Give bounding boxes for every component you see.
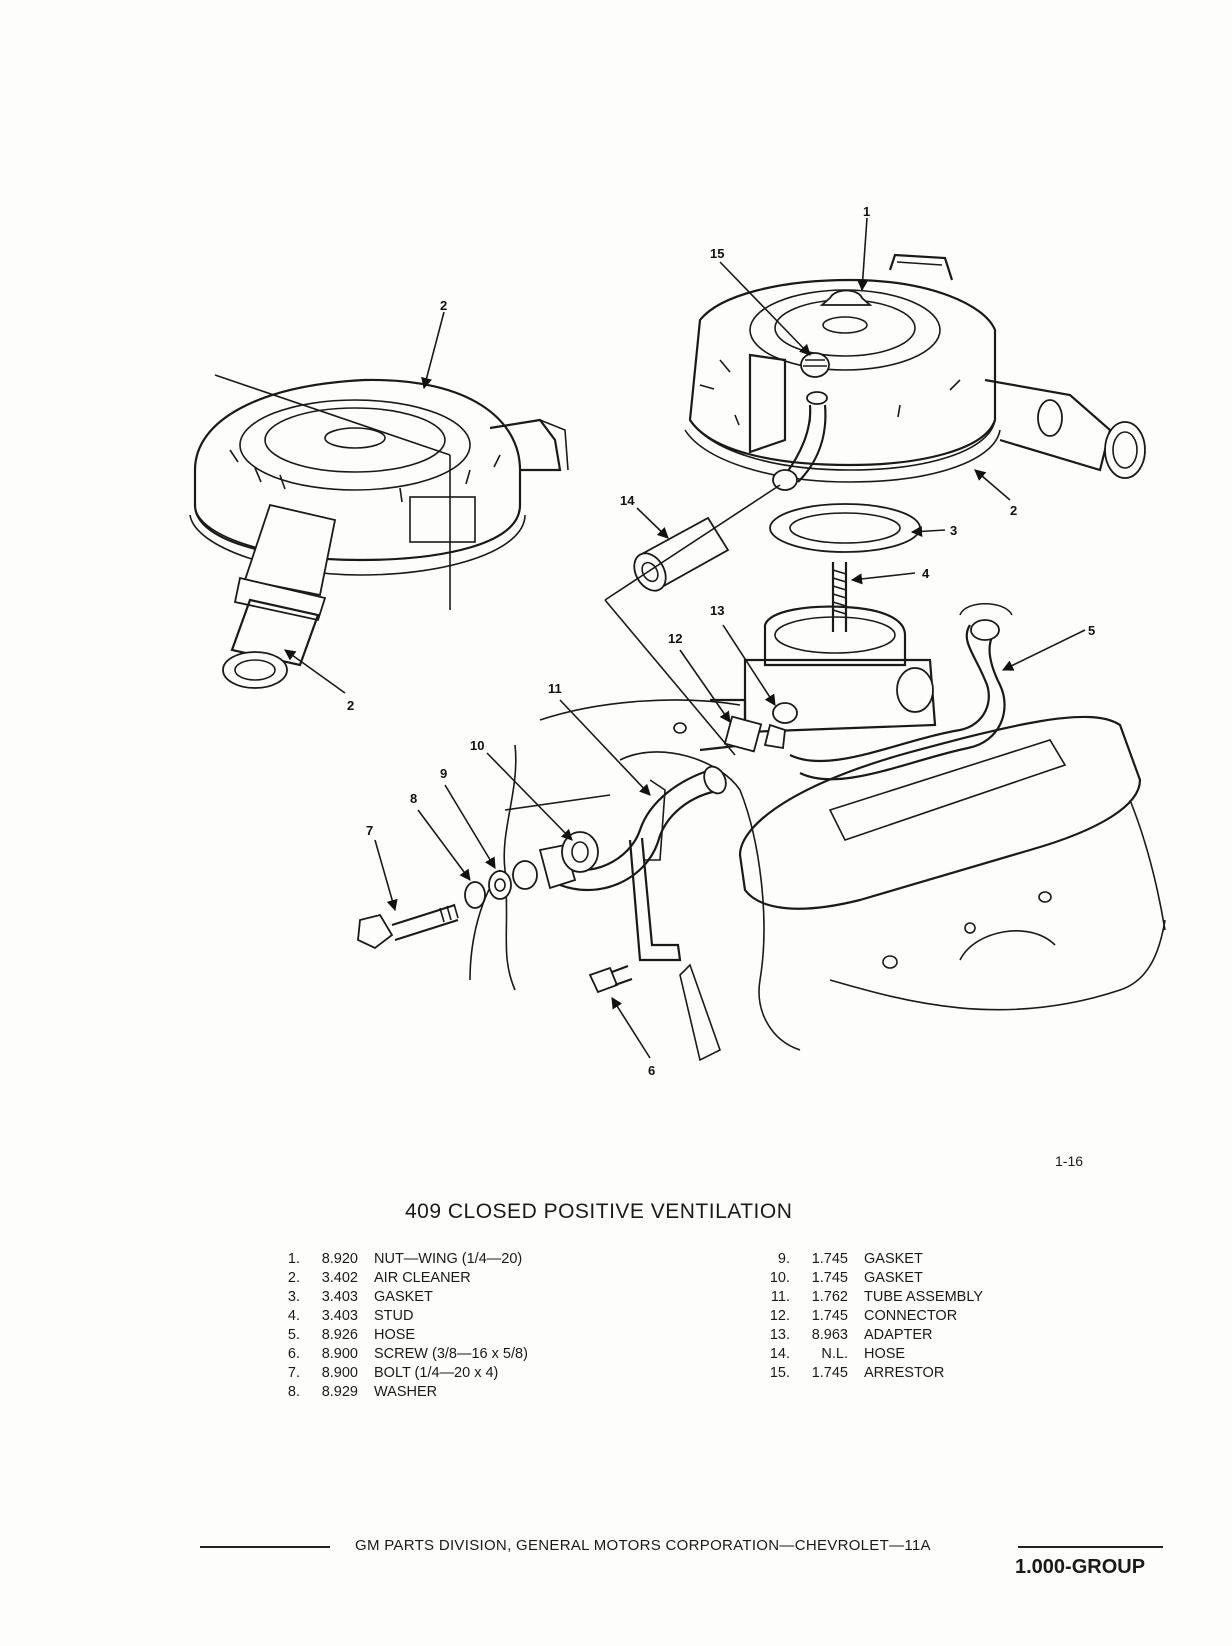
part-code: 8.920 xyxy=(321,1251,358,1267)
parts-row: 8. 8.929 WASHER xyxy=(270,1383,528,1402)
parts-row: 10. 1.745 GASKET xyxy=(760,1269,983,1288)
part-description: ADAPTER xyxy=(864,1327,933,1343)
parts-row: 3. 3.403 GASKET xyxy=(270,1288,528,1307)
footer-text: GM PARTS DIVISION, GENERAL MOTORS CORPOR… xyxy=(355,1537,931,1554)
gasket-ring xyxy=(769,503,921,553)
part-code: 1.745 xyxy=(811,1365,848,1381)
footer-rule-left xyxy=(200,1546,330,1548)
right-air-cleaner xyxy=(684,253,1146,491)
part-number: 1. xyxy=(287,1251,300,1267)
callout-15: 15 xyxy=(710,246,724,261)
callout-2-left-top: 2 xyxy=(440,298,447,313)
callout-14: 14 xyxy=(620,493,635,508)
callout-12: 12 xyxy=(668,631,682,646)
group-label: 1.000-GROUP xyxy=(1015,1556,1146,1578)
part-description: GASKET xyxy=(374,1289,433,1305)
left-air-cleaner xyxy=(189,374,569,689)
part-code: 8.900 xyxy=(321,1365,358,1381)
part-number: 4. xyxy=(287,1308,300,1324)
callout-10: 10 xyxy=(470,738,484,753)
part-description: STUD xyxy=(374,1308,414,1324)
part-description: GASKET xyxy=(864,1270,923,1286)
callout-numbers: 1 2 2 2 3 4 5 6 7 8 9 10 11 12 13 14 15 xyxy=(347,204,1095,1078)
callout-11: 11 xyxy=(548,681,562,696)
part-code: 3.402 xyxy=(321,1270,358,1286)
footer-rule-right xyxy=(1018,1546,1163,1548)
part-number: 9. xyxy=(777,1251,790,1267)
part-description: BOLT (1/4—20 x 4) xyxy=(374,1365,499,1381)
callout-13: 13 xyxy=(710,603,724,618)
parts-row: 9. 1.745 GASKET xyxy=(760,1250,983,1269)
part-description: HOSE xyxy=(864,1346,906,1362)
callout-4: 4 xyxy=(922,566,930,581)
callout-6: 6 xyxy=(648,1063,655,1078)
parts-list-left: 1. 8.920 NUT—WING (1/4—20) 2. 3.402 AIR CLEAN… xyxy=(270,1250,528,1402)
part-code: 3.403 xyxy=(321,1289,358,1305)
parts-row: 5. 8.926 HOSE xyxy=(270,1326,528,1345)
part-description: TUBE ASSEMBLY xyxy=(864,1289,983,1305)
part-number: 6. xyxy=(287,1346,300,1362)
part-number: 12. xyxy=(769,1308,790,1324)
callout-1: 1 xyxy=(863,204,870,219)
page-title: 409 CLOSED POSITIVE VENTILATION xyxy=(405,1200,793,1223)
part-number: 5. xyxy=(287,1327,300,1343)
part-number: 13. xyxy=(769,1327,790,1343)
part-number: 14. xyxy=(769,1346,790,1362)
parts-row: 6. 8.900 SCREW (3/8—16 x 5/8) xyxy=(270,1345,528,1364)
part-description: CONNECTOR xyxy=(864,1308,958,1324)
part-code: 3.403 xyxy=(321,1308,358,1324)
part-description: SCREW (3/8—16 x 5/8) xyxy=(374,1346,528,1362)
callout-2-right: 2 xyxy=(1010,503,1017,518)
stud xyxy=(831,562,848,632)
part-number: 11. xyxy=(770,1289,790,1305)
parts-row: 14. N.L. HOSE xyxy=(760,1345,983,1364)
part-code: 8.929 xyxy=(321,1384,358,1400)
part-number: 2. xyxy=(287,1270,300,1286)
part-code: 1.762 xyxy=(811,1289,848,1305)
part-number: 3. xyxy=(287,1289,300,1305)
figure-reference: 1-16 xyxy=(1055,1153,1084,1169)
parts-row: 2. 3.402 AIR CLEANER xyxy=(270,1269,528,1288)
part-description: ARRESTOR xyxy=(864,1365,945,1381)
engine-carburetor xyxy=(469,603,1166,1062)
part-code: 8.926 xyxy=(321,1327,358,1343)
callout-3: 3 xyxy=(950,523,957,538)
part-code: 1.745 xyxy=(811,1308,848,1324)
part-description: GASKET xyxy=(864,1251,923,1267)
exploded-parts-diagram: 1 2 2 2 3 4 5 6 7 8 9 10 11 12 13 14 15 xyxy=(189,204,1166,1078)
part-code: N.L. xyxy=(821,1346,848,1362)
parts-row: 15. 1.745 ARRESTOR xyxy=(760,1364,983,1383)
part-code: 8.963 xyxy=(811,1327,848,1343)
part-number: 7. xyxy=(287,1365,300,1381)
part-description: HOSE xyxy=(374,1327,416,1343)
tube-assembly-hardware xyxy=(357,765,727,994)
part-code: 8.900 xyxy=(321,1346,358,1362)
hose-14 xyxy=(604,484,781,756)
part-number: 10. xyxy=(769,1270,790,1286)
callout-5: 5 xyxy=(1088,623,1095,638)
callout-9: 9 xyxy=(440,766,447,781)
callout-leaders xyxy=(284,217,1086,1059)
parts-row: 1. 8.920 NUT—WING (1/4—20) xyxy=(270,1250,528,1269)
parts-row: 4. 3.403 STUD xyxy=(270,1307,528,1326)
parts-row: 11. 1.762 TUBE ASSEMBLY xyxy=(760,1288,983,1307)
parts-row: 12. 1.745 CONNECTOR xyxy=(760,1307,983,1326)
part-code: 1.745 xyxy=(811,1270,848,1286)
part-number: 8. xyxy=(287,1384,300,1400)
part-description: NUT—WING (1/4—20) xyxy=(374,1251,523,1267)
part-code: 1.745 xyxy=(811,1251,848,1267)
callout-8: 8 xyxy=(410,791,417,806)
part-description: AIR CLEANER xyxy=(374,1270,471,1286)
callout-7: 7 xyxy=(366,823,373,838)
part-number: 15. xyxy=(769,1365,790,1381)
callout-2-left-bottom: 2 xyxy=(347,698,354,713)
parts-row: 13. 8.963 ADAPTER xyxy=(760,1326,983,1345)
part-description: WASHER xyxy=(374,1384,438,1400)
parts-row: 7. 8.900 BOLT (1/4—20 x 4) xyxy=(270,1364,528,1383)
